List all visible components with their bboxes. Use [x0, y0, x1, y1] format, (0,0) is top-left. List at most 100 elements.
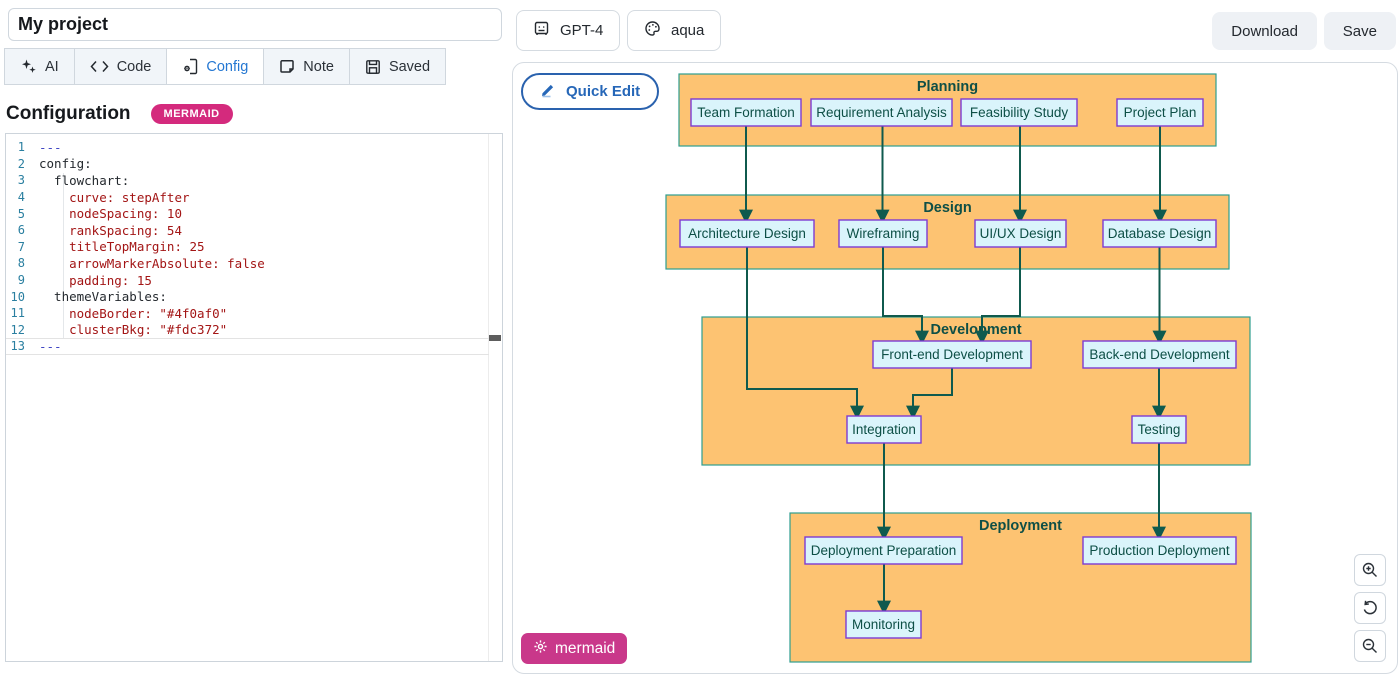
tab-ai[interactable]: AI: [4, 48, 75, 85]
code-line-12[interactable]: 12 clusterBkg: "#fdc372": [6, 322, 502, 339]
node-requirement-analysis[interactable]: Requirement Analysis: [810, 98, 953, 127]
node-database-design[interactable]: Database Design: [1102, 219, 1217, 248]
node-label: Deployment Preparation: [811, 543, 957, 558]
cluster-title-deployment: Deployment: [979, 518, 1062, 534]
node-project-plan[interactable]: Project Plan: [1116, 98, 1204, 127]
line-number: 8: [17, 256, 25, 271]
node-integration[interactable]: Integration: [846, 415, 922, 444]
code-icon: [90, 60, 109, 73]
code-line-11[interactable]: 11 nodeBorder: "#4f0af0": [6, 305, 502, 322]
node-team-formation[interactable]: Team Formation: [690, 98, 802, 127]
code-line-4[interactable]: 4 curve: stepAfter: [6, 189, 502, 206]
editor-scrollbar[interactable]: [488, 134, 502, 661]
tab-note[interactable]: Note: [263, 48, 350, 85]
node-label: Back-end Development: [1089, 347, 1230, 362]
node-feasibility-study[interactable]: Feasibility Study: [960, 98, 1078, 127]
code-text: curve: stepAfter: [39, 189, 190, 205]
node-label: Integration: [852, 422, 916, 437]
line-number: 9: [17, 273, 25, 288]
code-line-10[interactable]: 10 themeVariables:: [6, 288, 502, 305]
pencil-icon: [540, 82, 556, 102]
tab-label: Config: [206, 58, 249, 75]
config-code-editor[interactable]: 1---2 config:3 flowchart:4 curve: stepAft…: [5, 133, 503, 662]
cluster-title-planning: Planning: [917, 79, 978, 95]
note-icon: [279, 59, 295, 75]
code-text: nodeBorder: "#4f0af0": [39, 305, 228, 321]
tab-code[interactable]: Code: [73, 48, 168, 85]
code-line-13[interactable]: 13---: [6, 338, 502, 355]
project-title-input[interactable]: My project: [8, 8, 502, 41]
node-label: Testing: [1138, 422, 1181, 437]
node-label: Requirement Analysis: [816, 105, 947, 120]
edge-uiux-design-to-frontend-development: [975, 247, 1021, 345]
indent-guide: [63, 173, 64, 339]
palette-icon: [644, 20, 661, 41]
node-production-deployment[interactable]: Production Deployment: [1082, 536, 1237, 565]
node-architecture-design[interactable]: Architecture Design: [679, 219, 815, 248]
download-button[interactable]: Download: [1212, 12, 1317, 50]
tab-label: Saved: [388, 58, 431, 75]
quick-edit-button[interactable]: Quick Edit: [521, 73, 660, 110]
cluster-deployment: Deployment: [789, 512, 1252, 663]
code-line-6[interactable]: 6 rankSpacing: 54: [6, 222, 502, 239]
edge-frontend-development-to-integration: [906, 368, 953, 420]
code-line-7[interactable]: 7 titleTopMargin: 25: [6, 239, 502, 256]
theme-selector-label: aqua: [671, 22, 705, 39]
node-monitoring[interactable]: Monitoring: [845, 610, 922, 639]
tab-label: Note: [303, 58, 334, 75]
gear-icon: [533, 639, 548, 659]
model-selector-button[interactable]: GPT-4: [516, 10, 621, 51]
code-text: padding: 15: [39, 272, 152, 288]
code-line-9[interactable]: 9 padding: 15: [6, 272, 502, 289]
model-selector-label: GPT-4: [560, 22, 604, 39]
tab-config[interactable]: Config: [166, 48, 265, 85]
node-label: Architecture Design: [688, 226, 806, 241]
code-text: ---: [39, 139, 62, 155]
zoom-controls: [1354, 554, 1386, 662]
code-text: rankSpacing: 54: [39, 222, 182, 238]
code-line-1[interactable]: 1---: [6, 139, 502, 156]
node-label: Project Plan: [1124, 105, 1197, 120]
save-button[interactable]: Save: [1323, 12, 1396, 50]
active-line-highlight: [6, 338, 489, 355]
zoom-in-button[interactable]: [1354, 554, 1386, 586]
code-text: themeVariables:: [39, 289, 167, 305]
node-backend-development[interactable]: Back-end Development: [1082, 340, 1237, 369]
editor-tab-bar: AI Code Config Note Saved: [4, 48, 447, 85]
line-number: 5: [17, 206, 25, 221]
node-frontend-development[interactable]: Front-end Development: [872, 340, 1032, 369]
code-text: config:: [39, 156, 92, 172]
code-text: titleTopMargin: 25: [39, 239, 205, 255]
node-testing[interactable]: Testing: [1131, 415, 1187, 444]
node-deployment-preparation[interactable]: Deployment Preparation: [804, 536, 963, 565]
zoom-out-button[interactable]: [1354, 630, 1386, 662]
editor-scrollbar-thumb[interactable]: [489, 335, 501, 341]
code-line-8[interactable]: 8 arrowMarkerAbsolute: false: [6, 255, 502, 272]
edge-architecture-design-to-integration: [746, 247, 864, 420]
node-label: Monitoring: [852, 617, 915, 632]
node-uiux-design[interactable]: UI/UX Design: [974, 219, 1067, 248]
theme-selector-button[interactable]: aqua: [627, 10, 722, 51]
tab-label: AI: [45, 58, 59, 75]
line-number: 10: [10, 289, 25, 304]
line-number: 12: [10, 322, 25, 337]
code-line-3[interactable]: 3 flowchart:: [6, 172, 502, 189]
node-label: Wireframing: [847, 226, 920, 241]
node-label: Production Deployment: [1089, 543, 1230, 558]
code-line-5[interactable]: 5 nodeSpacing: 10: [6, 205, 502, 222]
config-section-title: Configuration: [6, 103, 131, 124]
zoom-reset-button[interactable]: [1354, 592, 1386, 624]
code-line-2[interactable]: 2 config:: [6, 156, 502, 173]
sparkles-icon: [20, 58, 37, 75]
line-number: 2: [17, 156, 25, 171]
mermaid-badge-label: mermaid: [555, 639, 616, 657]
line-number: 6: [17, 223, 25, 238]
node-wireframing[interactable]: Wireframing: [838, 219, 928, 248]
line-number: 13: [10, 339, 25, 354]
tab-saved[interactable]: Saved: [348, 48, 447, 85]
code-text: nodeSpacing: 10: [39, 206, 182, 222]
tab-label: Code: [116, 58, 152, 75]
mermaid-engine-badge[interactable]: mermaid: [521, 633, 628, 664]
node-label: UI/UX Design: [980, 226, 1062, 241]
